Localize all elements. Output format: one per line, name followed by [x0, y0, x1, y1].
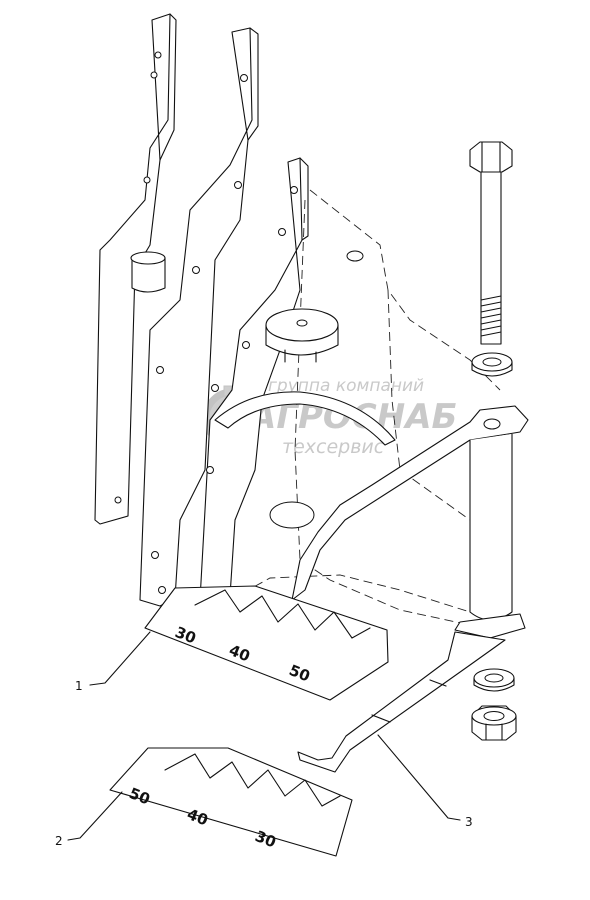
callout-1: 1 — [75, 679, 83, 693]
frame-plate-middle — [139, 27, 259, 607]
bushing-pin — [130, 251, 166, 293]
nut-icon — [471, 705, 517, 741]
callout-2: 2 — [55, 834, 63, 848]
pointer-arm — [291, 405, 529, 773]
bracket-body-outline — [229, 189, 501, 626]
watermark-line3: техсервис — [282, 436, 385, 458]
watermark-line1: группа компаний — [268, 376, 424, 396]
round-boss — [265, 308, 339, 363]
bolt-icon — [469, 141, 513, 345]
washer-upper-icon — [471, 352, 513, 377]
washer-lower-icon — [473, 668, 515, 692]
decal-2: 50 40 30 — [109, 747, 353, 857]
decal-1: 30 40 50 — [144, 585, 389, 701]
callout-3: 3 — [465, 815, 473, 829]
leader-lines — [67, 631, 461, 841]
slot-plate-curve — [214, 391, 396, 446]
